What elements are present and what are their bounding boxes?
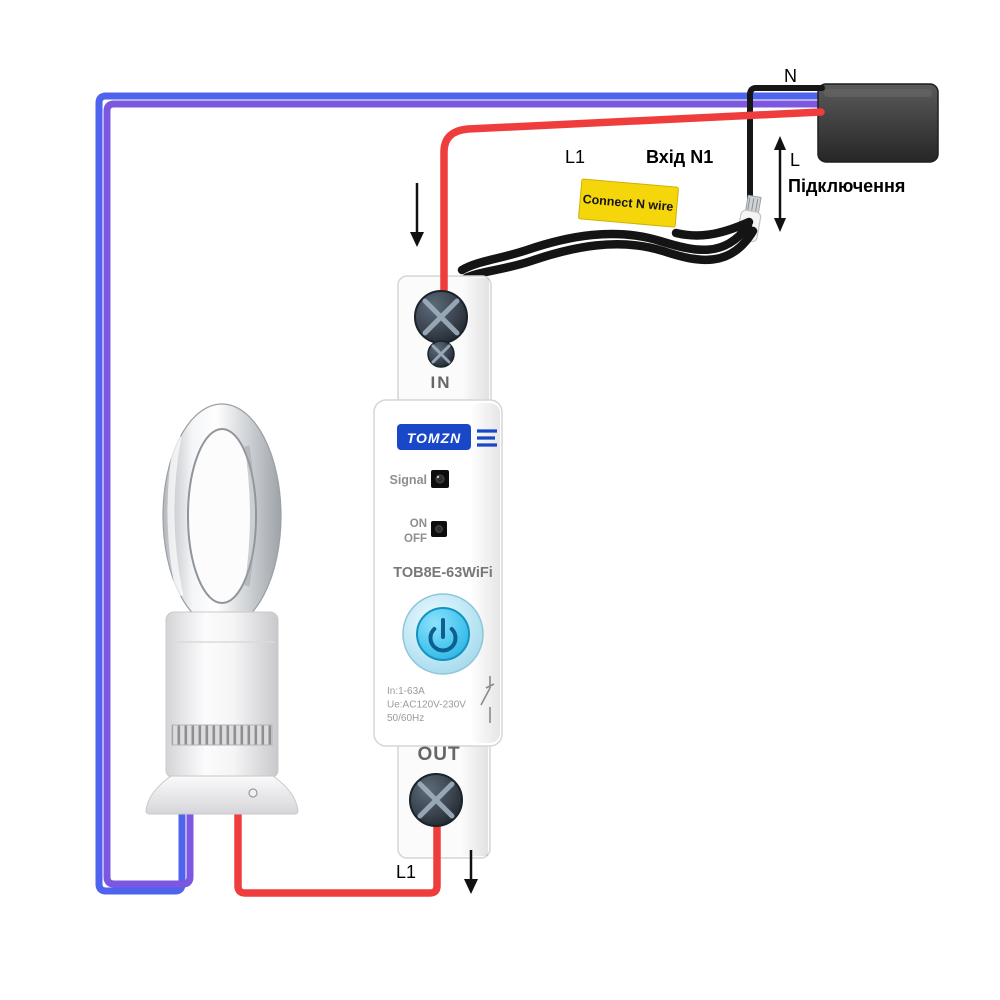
power-button bbox=[402, 593, 484, 675]
live-wire-in bbox=[440, 108, 825, 322]
breaker-top-shade bbox=[462, 278, 489, 404]
loop-wire bbox=[95, 92, 834, 895]
live-label: L bbox=[790, 150, 800, 170]
tomzn-logo: TOMZN bbox=[397, 424, 497, 450]
in-clamp-screw bbox=[427, 340, 455, 368]
breaker-bottom-shade bbox=[461, 742, 488, 856]
fan-ring-hole bbox=[187, 428, 257, 604]
out-terminal-label: OUT bbox=[417, 744, 460, 765]
neutral-cable bbox=[457, 217, 758, 283]
model-number: TOB8E-63WiFi bbox=[393, 565, 493, 581]
fan-grille bbox=[171, 724, 273, 746]
breaker-device: IN TOMZN Signal ON OFF TOB8E-63WiFi bbox=[373, 275, 503, 859]
wiring-labels: N L L1 Вхід N1 Підключення L1 bbox=[396, 66, 905, 882]
on-label: ON bbox=[410, 518, 427, 530]
spec-current: In:1-63A bbox=[387, 686, 425, 697]
fan-base bbox=[145, 775, 299, 815]
power-source bbox=[817, 83, 939, 163]
connection-label: Підключення bbox=[788, 176, 905, 196]
out-terminal-screw bbox=[409, 773, 463, 827]
fan-pedestal bbox=[165, 611, 279, 779]
in-terminal-screw bbox=[414, 290, 468, 344]
off-label: OFF bbox=[404, 533, 427, 545]
arrow-down-out-icon bbox=[464, 850, 478, 894]
line-in-label: L1 bbox=[565, 147, 585, 167]
signal-label: Signal bbox=[389, 473, 427, 487]
signal-indicator: Signal bbox=[389, 470, 449, 488]
breaker-body-shade bbox=[470, 403, 500, 743]
fan-base-button bbox=[248, 788, 258, 798]
power-source-highlight bbox=[824, 89, 932, 97]
spec-frequency: 50/60Hz bbox=[387, 713, 424, 724]
neutral-wire bbox=[747, 85, 825, 206]
input-n1-label: Вхід N1 bbox=[646, 147, 713, 167]
loop-wire-inner bbox=[103, 100, 834, 888]
power-icon bbox=[428, 618, 458, 653]
brand-lines-icon bbox=[477, 429, 497, 447]
line-out-label: L1 bbox=[396, 862, 416, 882]
arrow-down-in-icon bbox=[410, 183, 424, 247]
tag-background bbox=[578, 178, 679, 228]
arrow-double-connection-icon bbox=[774, 136, 786, 232]
fan bbox=[145, 403, 299, 815]
power-source-body bbox=[817, 83, 939, 163]
spec-text: In:1-63A Ue:AC120V-230V 50/60Hz bbox=[387, 686, 466, 724]
brand-badge bbox=[397, 424, 471, 450]
breaker-symbol-icon bbox=[480, 676, 495, 723]
live-wire-out bbox=[234, 786, 441, 897]
flow-arrows bbox=[410, 136, 786, 894]
loop-wire-outer bbox=[95, 92, 834, 895]
connect-n-wire-tag: Connect N wire bbox=[578, 178, 679, 228]
onoff-indicator: ON OFF bbox=[404, 518, 447, 545]
neutral-label: N bbox=[784, 66, 797, 86]
in-terminal-label: IN bbox=[431, 373, 452, 392]
spec-voltage: Ue:AC120V-230V bbox=[387, 700, 466, 711]
brand-name: TOMZN bbox=[407, 430, 462, 446]
